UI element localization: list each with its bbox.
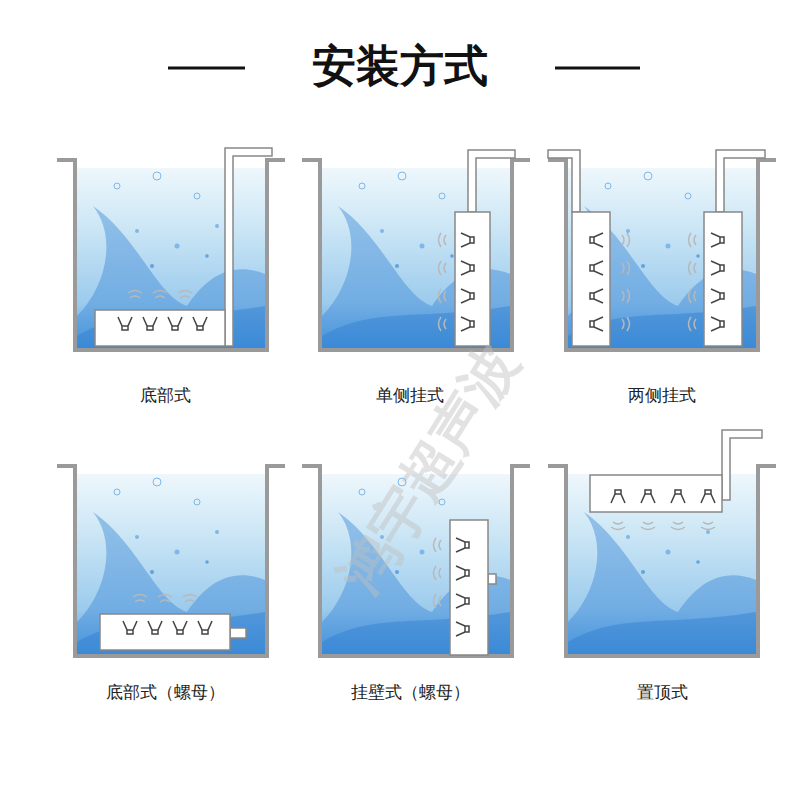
caption-label: 底部式: [140, 384, 191, 407]
caption-label: 底部式（螺母）: [106, 681, 225, 704]
heading-title: 安装方式: [312, 37, 488, 96]
caption-label: 两侧挂式: [628, 384, 696, 407]
caption-label: 置顶式: [637, 681, 688, 704]
caption-label: 挂壁式（螺母）: [351, 681, 470, 704]
